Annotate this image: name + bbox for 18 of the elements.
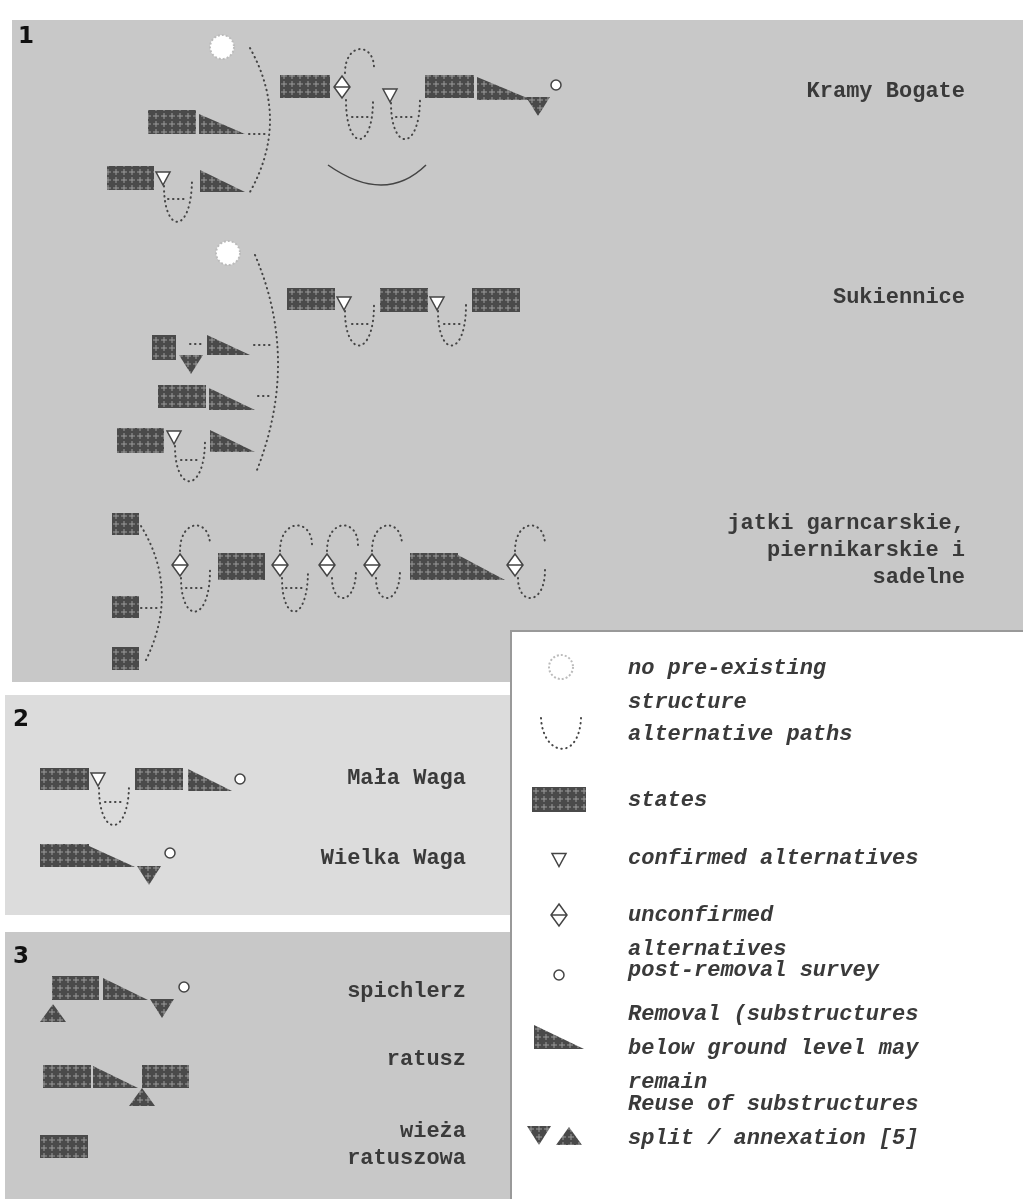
legend-text: post-removal survey [628, 957, 881, 985]
site-name: Kramy Bogate [805, 78, 965, 105]
site-name: spichlerz [346, 978, 466, 1005]
legend-text: alternative paths [628, 721, 854, 749]
panel-number: 2 [13, 705, 29, 731]
panel [5, 932, 510, 1199]
site-name: wieża ratuszowa [346, 1118, 466, 1172]
site-name: Mała Waga [346, 765, 466, 792]
legend-text: states [628, 787, 709, 815]
site-name: ratusz [385, 1046, 466, 1073]
panel-number: 3 [13, 942, 29, 968]
panel [12, 20, 1023, 682]
legend-text: confirmed alternatives [628, 845, 920, 873]
site-name: jatki garncarskie, piernikarskie i sadelne [726, 510, 965, 591]
panel-number: 1 [18, 22, 34, 48]
site-name: Sukiennice [831, 284, 965, 311]
panel [5, 695, 510, 915]
site-name: Wielka Waga [319, 845, 466, 872]
